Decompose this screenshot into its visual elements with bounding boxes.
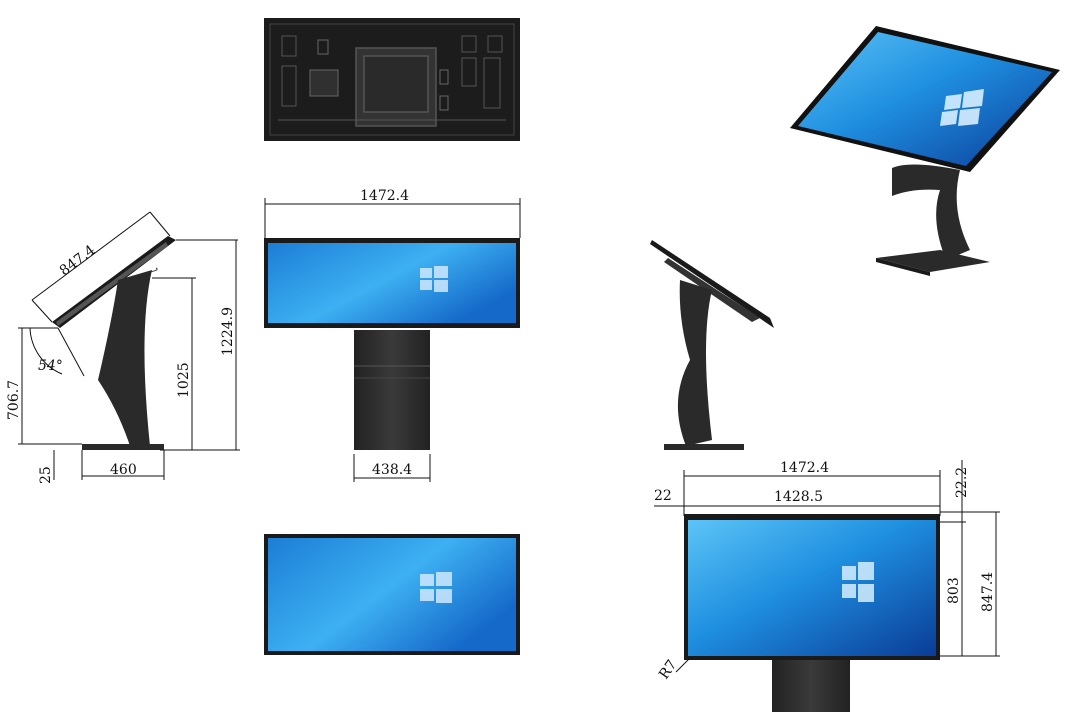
rear-width-total-label: 1472.4 bbox=[780, 460, 829, 476]
back-panel-view bbox=[264, 18, 520, 141]
side-height-stand-label: 1025 bbox=[176, 362, 192, 398]
rear-dimension-view: 1472.4 1428.5 22 22.2 803 847.4 R7 bbox=[654, 460, 1000, 712]
front-column-width-label: 438.4 bbox=[372, 462, 412, 478]
windows-logo-icon-3 bbox=[940, 89, 984, 126]
rear-margin-left-label: 22 bbox=[654, 488, 672, 504]
perspective-view bbox=[790, 26, 1060, 276]
rear-width-inner-label: 1428.5 bbox=[774, 489, 823, 505]
base-thickness-label: 25 bbox=[38, 466, 54, 484]
rear-margin-top-label: 22.2 bbox=[954, 467, 970, 498]
right-side-view bbox=[650, 240, 774, 450]
side-diagonal-label: 847.4 bbox=[57, 242, 99, 279]
windows-logo-icon-2 bbox=[420, 572, 452, 603]
base-depth-label: 460 bbox=[110, 462, 137, 478]
side-view: 54° 847.4 1224.9 1025 706.7 25 460 bbox=[6, 211, 240, 484]
side-height-low-label: 706.7 bbox=[6, 380, 22, 420]
rear-height-inner-label: 803 bbox=[946, 577, 962, 604]
corner-radius-label: R7 bbox=[656, 657, 680, 682]
front-screen-view bbox=[264, 534, 520, 655]
windows-logo-icon-4 bbox=[842, 562, 874, 602]
front-view: 1472.4 438.4 bbox=[264, 188, 521, 482]
angle-label: 54° bbox=[38, 358, 63, 374]
side-height-total-label: 1224.9 bbox=[220, 307, 236, 356]
windows-logo-icon bbox=[420, 266, 448, 292]
front-width-label: 1472.4 bbox=[360, 188, 409, 204]
rear-height-total-label: 847.4 bbox=[980, 572, 996, 612]
